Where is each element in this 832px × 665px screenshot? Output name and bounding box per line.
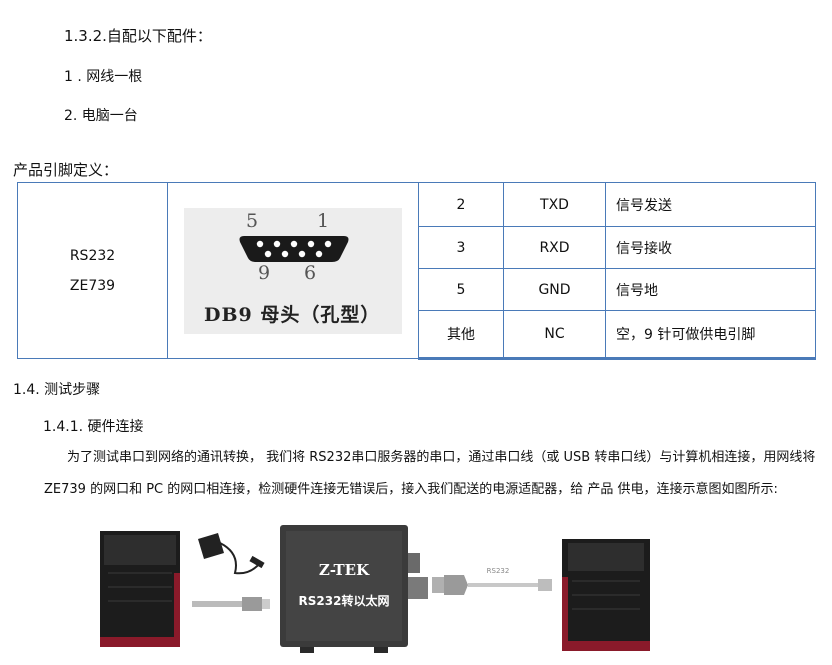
model-interface: RS232 (69, 247, 116, 264)
table-row: 其他 NC 空，9 针可做供电引脚 (18, 310, 816, 360)
pin-number: 2 (418, 182, 504, 227)
model-cell: RS232 ZE739 (17, 182, 168, 359)
table-row: 3 RXD 信号接收 (18, 226, 816, 269)
connector-caption: DB9 母头（孔型） (204, 303, 381, 326)
model-number: ZE739 (69, 277, 116, 294)
serial-server-device-icon (280, 525, 428, 653)
table-row: 5 GND 信号地 (18, 268, 816, 311)
table-row: RS232 ZE739 5 1 9 (17, 182, 816, 359)
pin-label: 6 (304, 261, 317, 284)
paragraph-line-2: ZE739 的网口和 PC 的网口相连接，检测硬件连接无错误后，接入我们配送的电… (44, 482, 778, 497)
pin-signal: GND (503, 268, 606, 311)
pin-label: 5 (246, 209, 259, 232)
pin-description: 空，9 针可做供电引脚 (605, 310, 816, 360)
pin-label: 9 (258, 261, 271, 284)
db9-connector-icon (239, 235, 349, 262)
device-brand: Z-TEK (319, 561, 370, 579)
device-label: RS232转以太网 (299, 593, 390, 608)
connector-image-cell: 5 1 9 6 DB9 母头（孔型） (167, 182, 419, 359)
section-1-4-1-heading: 1.4.1. 硬件连接 (43, 419, 144, 435)
accessory-item-2: 2. 电脑一台 (64, 108, 138, 124)
left-pc-tower-icon (100, 531, 180, 647)
pin-definition-heading: 产品引脚定义： (13, 161, 119, 179)
pin-description: 信号接收 (605, 226, 816, 269)
pin-signal: NC (503, 310, 606, 360)
pin-description: 信号发送 (605, 182, 816, 227)
right-pc-tower-icon (562, 539, 650, 651)
pin-signal: RXD (503, 226, 606, 269)
serial-cable-icon (432, 575, 552, 595)
pin-number: 3 (418, 226, 504, 269)
paragraph-line-1: 为了测试串口到网络的通讯转换， 我们将 RS232串口服务器的串口，通过串口线（… (67, 450, 816, 465)
network-cable-icon (192, 597, 270, 611)
connection-diagram: Z-TEK RS232转以太网 RS232 (100, 525, 650, 653)
accessory-item-1: 1 . 网线一根 (64, 69, 143, 85)
section-1-4-heading: 1.4. 测试步骤 (13, 382, 101, 398)
power-adapter-icon (198, 533, 265, 575)
pin-definition-table: RS232 ZE739 5 1 9 (17, 182, 816, 360)
section-1-3-2-heading: 1.3.2.自配以下配件： (64, 27, 212, 45)
serial-cable-label: RS232 (487, 567, 510, 575)
pin-label: 1 (317, 209, 330, 232)
db9-connector-image: 5 1 9 6 DB9 母头（孔型） (184, 207, 402, 334)
pin-number: 其他 (418, 310, 504, 360)
pin-number: 5 (418, 268, 504, 311)
pin-description: 信号地 (605, 268, 816, 311)
pin-signal: TXD (503, 182, 606, 227)
